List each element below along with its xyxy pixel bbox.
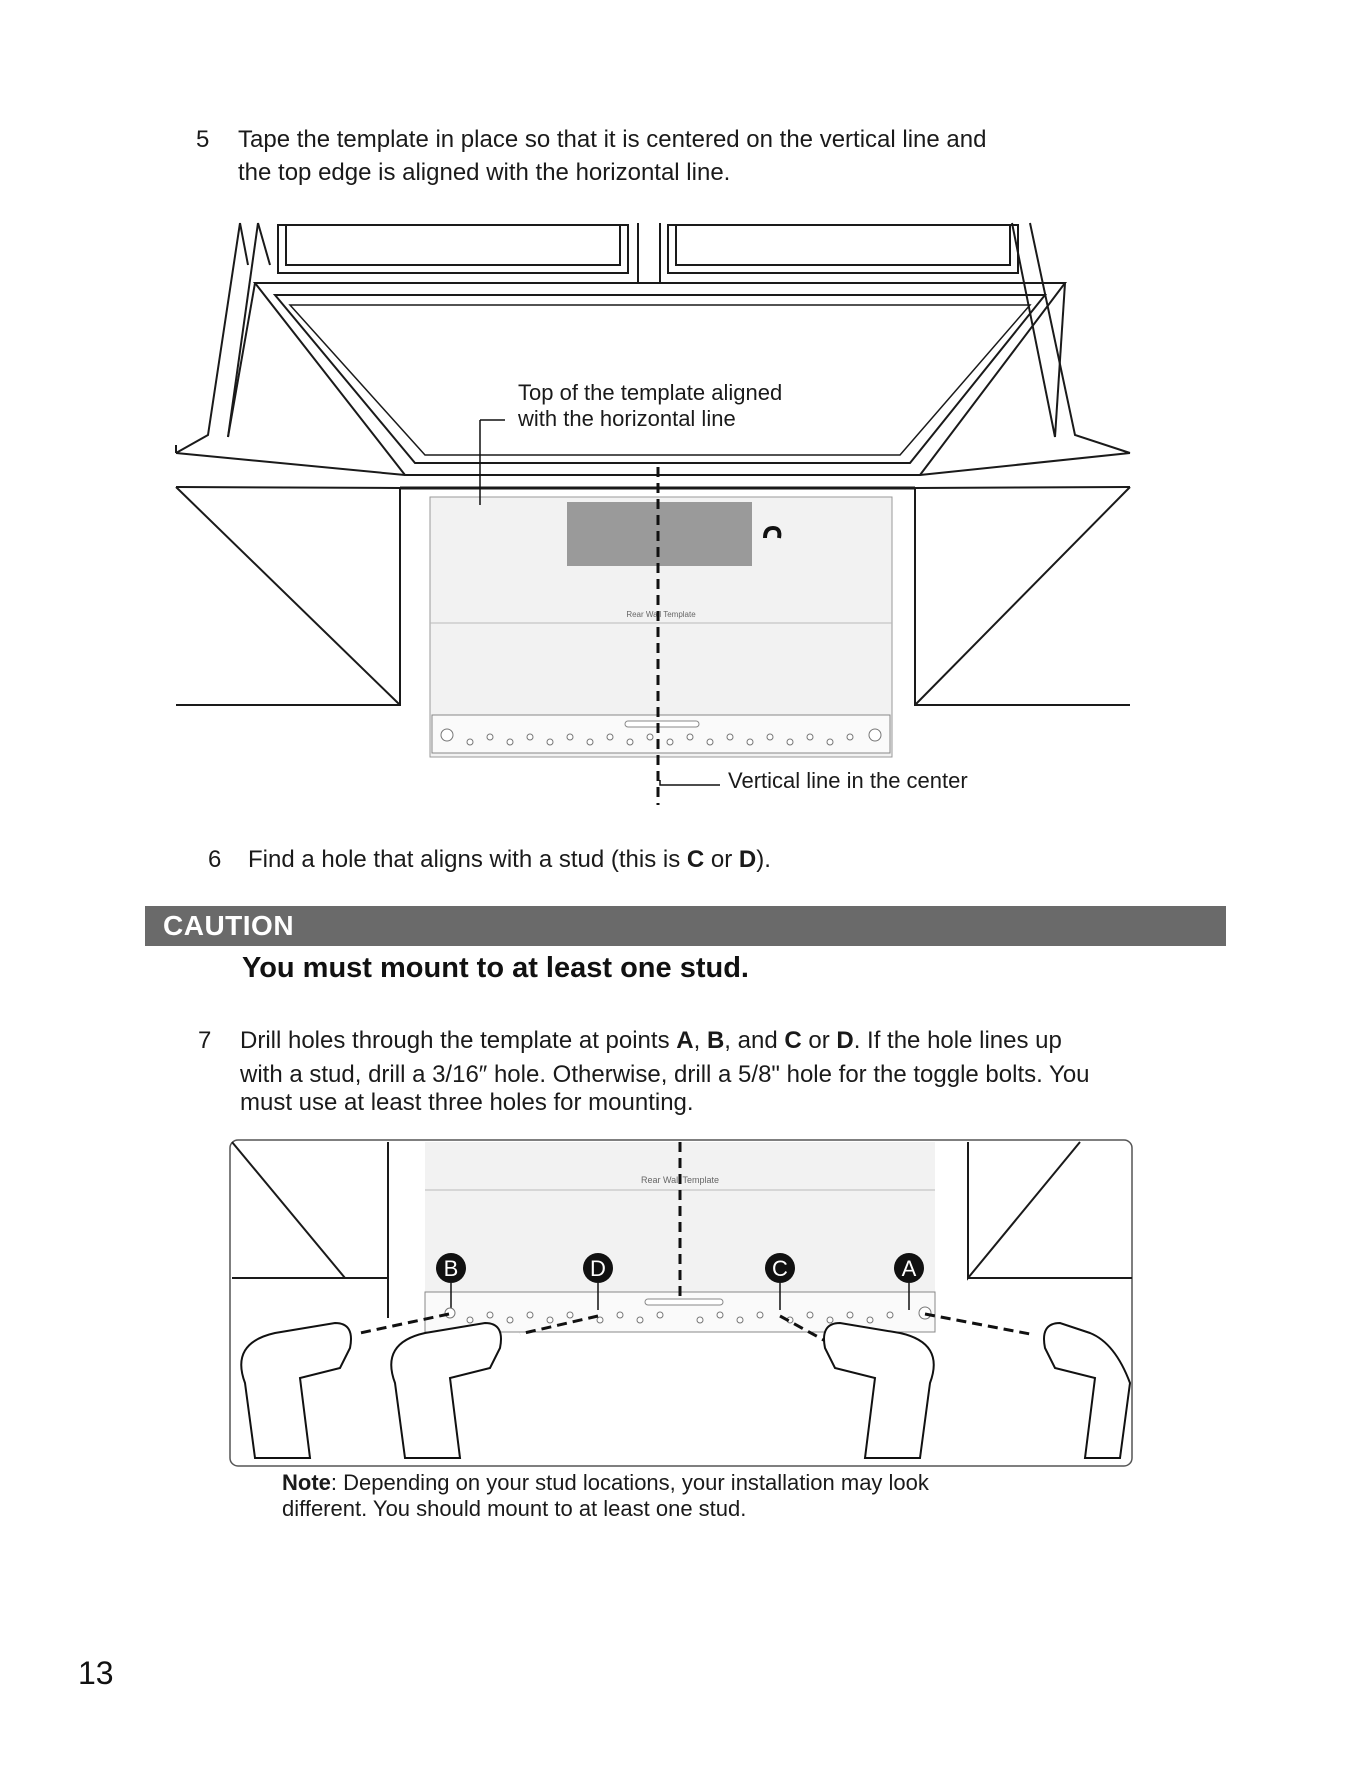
callout-template-top: Top of the template aligned with the hor… xyxy=(518,380,782,432)
step7-bold-d: D xyxy=(836,1027,854,1054)
template-holes xyxy=(440,728,882,746)
step7-line2: with a stud, drill a 3/16″ hole. Otherwi… xyxy=(240,1061,1090,1088)
step6-bold-d: D xyxy=(738,846,757,873)
step-number: 7 xyxy=(198,1027,212,1054)
marker-b: B xyxy=(436,1253,466,1310)
step7-comma: , xyxy=(693,1027,707,1054)
step7-l1-b: . If the hole lines up xyxy=(853,1027,1062,1054)
marker-a-label: A xyxy=(902,1256,917,1281)
note: Note: Depending on your stud locations, … xyxy=(282,1470,1082,1522)
step6-bold-c: C xyxy=(686,846,705,873)
marker-d: D xyxy=(583,1253,613,1310)
template-title-1: Rear Wall Template xyxy=(626,610,696,619)
drill-icon xyxy=(240,1321,1132,1459)
page-number: 13 xyxy=(78,1655,114,1691)
step6-text-or: or xyxy=(704,846,739,873)
step7-l1-a: Drill holes through the template at poin… xyxy=(240,1027,677,1054)
note-line2: different. You should mount to at least … xyxy=(282,1496,747,1521)
step7-bold-b: B xyxy=(706,1027,725,1054)
figure-template-alignment: Rear Wall Template xyxy=(175,222,1131,805)
note-label: Note xyxy=(282,1470,331,1495)
step-number: 6 xyxy=(208,846,222,873)
note-line1-text: : Depending on your stud locations, your… xyxy=(330,1470,929,1495)
step7-bold-a: A xyxy=(676,1027,694,1054)
step-5: 5 Tape the template in place so that it … xyxy=(196,125,1196,195)
caution-banner: CAUTION xyxy=(145,906,1226,946)
caution-label: CAUTION xyxy=(163,910,295,941)
callout-top-line2: with the horizontal line xyxy=(518,406,736,431)
step6-text-before: Find a hole that aligns with a stud (thi… xyxy=(248,846,687,873)
marker-b-label: B xyxy=(444,1256,459,1281)
step-text-line1: Tape the template in place so that it is… xyxy=(238,126,987,153)
figure-drilling: Rear Wall Template B D C A xyxy=(229,1139,1133,1467)
step-text-line2: the top edge is aligned with the horizon… xyxy=(238,159,731,186)
step7-line1: Drill holes through the template at poin… xyxy=(240,1026,1062,1056)
step-6: 6 Find a hole that aligns with a stud (t… xyxy=(208,845,1108,877)
marker-c-label: C xyxy=(772,1256,788,1281)
caution-text: You must mount to at least one stud. xyxy=(242,952,749,984)
step7-or: or xyxy=(801,1027,837,1054)
step7-bold-c: C xyxy=(784,1027,802,1054)
callout-vertical-line: Vertical line in the center xyxy=(728,768,968,793)
step7-line3: must use at least three holes for mounti… xyxy=(240,1089,694,1116)
marker-a: A xyxy=(894,1253,924,1310)
step-text: Find a hole that aligns with a stud (thi… xyxy=(248,845,771,875)
callout-top-line1: Top of the template aligned xyxy=(518,380,783,405)
marker-d-label: D xyxy=(590,1256,606,1281)
step-7: 7 Drill holes through the template at po… xyxy=(198,1026,1238,1126)
note-line1: Note: Depending on your stud locations, … xyxy=(282,1470,1082,1496)
step7-and: , and xyxy=(724,1027,785,1054)
step-number: 5 xyxy=(196,126,210,153)
step6-text-after: ). xyxy=(756,846,771,873)
marker-c: C xyxy=(765,1253,795,1310)
